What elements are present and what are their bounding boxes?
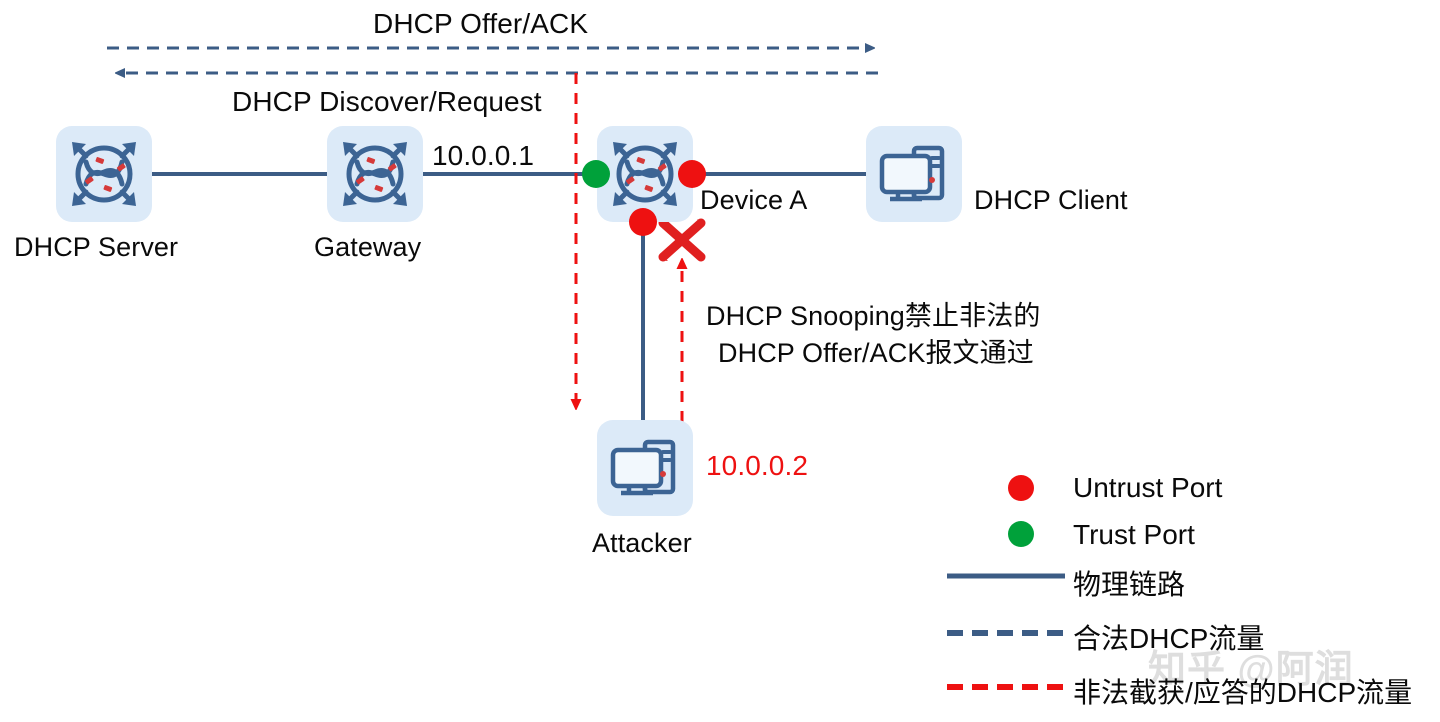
- flow-label-offer-ack: DHCP Offer/ACK: [373, 8, 589, 39]
- legend-label-untrust-port: Untrust Port: [1073, 472, 1223, 503]
- flow-label-discover-request: DHCP Discover/Request: [232, 86, 542, 117]
- annotation-line-2: DHCP Offer/ACK报文通过: [718, 338, 1034, 368]
- legit-dhcp-flows: [107, 48, 878, 73]
- node-dhcp-client[interactable]: [866, 126, 962, 222]
- ip-label-attacker: 10.0.0.2: [706, 450, 808, 481]
- node-label-gateway: Gateway: [314, 232, 422, 262]
- ip-label-gateway: 10.0.0.1: [432, 140, 534, 171]
- node-gateway[interactable]: [327, 126, 423, 222]
- switch-icon: [72, 142, 136, 206]
- legend-label-legit-dhcp-traffic: 合法DHCP流量: [1073, 623, 1265, 654]
- legend-marker-untrust-port: [1008, 475, 1034, 501]
- pc-icon: [879, 145, 945, 202]
- legend-marker-trust-port: [1008, 521, 1034, 547]
- pc-icon: [610, 439, 676, 496]
- legend-label-illegal-dhcp-traffic: 非法截获/应答的DHCP流量: [1073, 677, 1413, 708]
- switch-icon: [343, 142, 407, 206]
- node-device-a[interactable]: [597, 126, 693, 222]
- legend-label-trust-port: Trust Port: [1073, 519, 1195, 550]
- node-label-device-a: Device A: [700, 185, 808, 215]
- red-x-icon: [658, 218, 706, 262]
- node-label-dhcp-client: DHCP Client: [974, 185, 1128, 215]
- node-attacker[interactable]: [597, 420, 693, 516]
- device-a-untrust-port-attacker[interactable]: [629, 208, 657, 236]
- legend-marker-physical-link: [947, 573, 1065, 579]
- watermark: 知乎 @阿润: [1148, 649, 1354, 691]
- device-a-trust-port[interactable]: [582, 160, 610, 188]
- legend-marker-illegal-dhcp-traffic: [947, 684, 1065, 690]
- legend-label-physical-link: 物理链路: [1073, 569, 1186, 600]
- switch-icon: [613, 142, 677, 206]
- device-a-untrust-port-client[interactable]: [678, 160, 706, 188]
- node-label-dhcp-server: DHCP Server: [14, 232, 179, 262]
- annotation-line-1: DHCP Snooping禁止非法的: [706, 301, 1041, 331]
- legend-marker-legit-dhcp-traffic: [947, 630, 1065, 636]
- node-label-attacker: Attacker: [592, 528, 692, 558]
- node-dhcp-server[interactable]: [56, 126, 152, 222]
